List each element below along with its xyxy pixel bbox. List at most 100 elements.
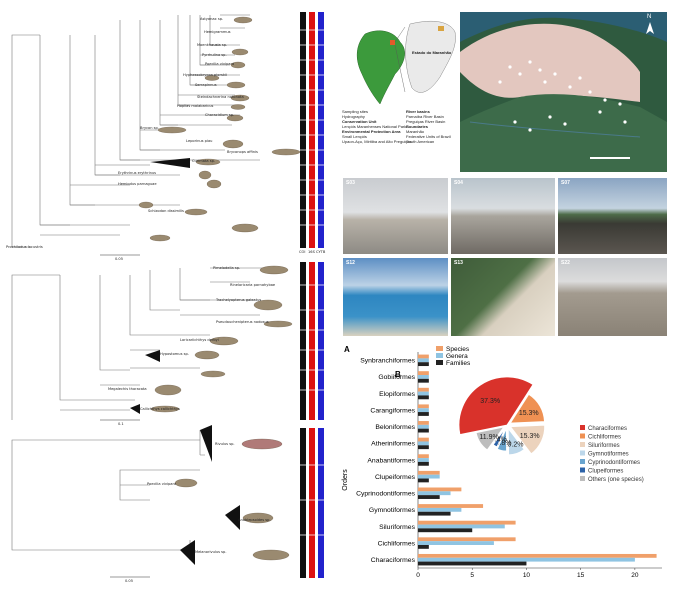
map-legend-right: River basins Parnaíba River Basin Pregui… [406, 109, 460, 144]
pie-legend-swatch [580, 433, 585, 439]
pie-legend-swatch [580, 459, 585, 464]
pie-slice-label: 15.3% [519, 410, 539, 417]
inset-label: Estado do Maranhão [412, 50, 452, 55]
pie-legend-label: Characiformes [588, 426, 627, 432]
map-legend-left: Sampling sites Hydrography Conservation … [342, 109, 412, 144]
photo-s03: S03 [343, 178, 448, 254]
tree-bot-label-3: Anablepsoides sp. [238, 518, 271, 522]
photo-label: S22 [561, 260, 570, 266]
legend-swatch [436, 360, 443, 365]
pie-slice-label: 11.9% [479, 434, 498, 441]
map-panel: Estado do Maranhão N Sampling sites Hydr… [340, 12, 667, 172]
category-label: Synbranchiformes [360, 358, 415, 365]
pie-slice [458, 376, 534, 435]
legend-swatch [436, 353, 443, 358]
legend-item: Upaon-Açu, Miritiba and Alto Preguiças [342, 139, 412, 144]
bar-species [418, 404, 429, 409]
pie-slice [507, 427, 525, 456]
bar-species [418, 537, 516, 542]
bar-genera [418, 458, 429, 462]
tree-top-label-15: Erythrinus erythrinus [118, 171, 157, 175]
category-label: Gymnotiformes [369, 507, 416, 514]
y-axis-label: Orders [342, 469, 349, 491]
x-tick-label: 20 [631, 572, 639, 579]
category-label: Beloniformes [375, 424, 415, 431]
legend-item: Federative Units of Brazil [406, 134, 451, 139]
map-graphic [356, 12, 667, 172]
bar-species [418, 454, 429, 459]
tree-top-label-4: Pyrrhulina sp. [202, 53, 227, 57]
pie-slice-label: 37.3% [480, 398, 500, 405]
legend-item: Maranhão [406, 129, 425, 134]
bar-genera [418, 358, 429, 363]
pie-legend-label: Gymnotiformes [588, 451, 629, 457]
category-label: Characiformes [371, 557, 416, 564]
photo-label: S12 [346, 260, 355, 266]
photo-label: S07 [561, 180, 570, 186]
category-label: Siluriformes [379, 524, 415, 531]
tree-top-label-11: Brycon sp. [140, 126, 159, 130]
bar-genera [418, 408, 429, 413]
legend-item: Parnaíba River Basin [406, 114, 444, 119]
pie-slice-label: 10.2% [504, 442, 524, 449]
pie-slice-label: 6.8% [496, 440, 512, 447]
phylogeny-top [11, 12, 324, 578]
bar-families [418, 395, 429, 400]
tree-mid-label-3: Trachelyopterus galeatus [216, 298, 262, 302]
tree-top-label-2: Hemigrammus [204, 30, 231, 34]
bar-families [418, 511, 451, 516]
panel-label-a: A [344, 345, 350, 354]
legend-item: Sampling sites [342, 109, 369, 114]
photo-label: S03 [346, 180, 355, 186]
pie-legend-swatch [580, 442, 585, 447]
bar-species [418, 387, 429, 392]
tree-top-label-8: Steindachnerina notonota [197, 95, 244, 99]
pie-slice [509, 424, 545, 455]
tree-top-label-1: Astyanax sp. [200, 17, 224, 21]
legend-swatch [436, 346, 443, 351]
tree-top-label-17: Schizodon dissimilis [148, 209, 184, 213]
tree-top-label-18: Prochilodus lacustris [6, 245, 43, 249]
photo-label: S13 [454, 260, 463, 266]
tree-top-label-14: Curimata sp. [192, 159, 216, 163]
bar-families [418, 544, 429, 549]
pie-legend-label: Siluriformes [588, 443, 620, 449]
bar-species [418, 520, 516, 525]
pie-legend-swatch [580, 467, 585, 473]
tree-bot-label-2: Poecilia vivipara [147, 482, 177, 486]
col-label-coi: COI [299, 250, 306, 254]
bar-families [418, 561, 527, 566]
tree-top-label-16: Hemiodus parnaguae [118, 182, 157, 186]
category-label: Carangiformes [370, 407, 415, 414]
category-label: Gobiiformes [378, 374, 415, 381]
tree-mid-label-2: Rineloricaria parnahybae [230, 283, 276, 287]
pie-chart-orders: B 37.3%15.3%15.3%10.2%6.8%3.4%11.9% Char… [395, 370, 644, 483]
tree-mid-label-8: Megalechis thoracata [108, 387, 147, 391]
bar-genera [418, 424, 429, 429]
tree-top-label-5: Poecilia vivipara [205, 62, 235, 66]
pie-legend-label: Cichliformes [588, 434, 621, 440]
pie-slice [509, 393, 545, 424]
bar-families [418, 378, 429, 383]
legend-item: Conservation Unit [342, 119, 377, 124]
legend-item: Preguiças River Basin [406, 119, 446, 124]
bar-families [418, 478, 429, 483]
tree-top-label-6: Hyphessobrycon piorskii [183, 73, 227, 77]
category-label: Elopiformes [379, 391, 415, 398]
bar-genera [418, 391, 429, 396]
pie-slice-label: 3.4% [491, 437, 507, 444]
bar-families [418, 461, 429, 466]
bar-families [418, 428, 429, 433]
pie-legend-swatch [580, 425, 585, 430]
photo-label: S04 [454, 180, 463, 186]
bar-genera [418, 474, 440, 479]
pie-legend-label: Others (one species) [588, 477, 644, 483]
tree-top-label-12: Leporinus piau [186, 139, 213, 143]
bar-families [418, 445, 429, 450]
bar-species [418, 371, 429, 376]
pie-slice-label: 15.3% [520, 433, 540, 440]
bar-genera [418, 441, 429, 446]
category-label: Cyprinodontiformes [356, 491, 416, 498]
legend-item: South American [406, 139, 435, 144]
